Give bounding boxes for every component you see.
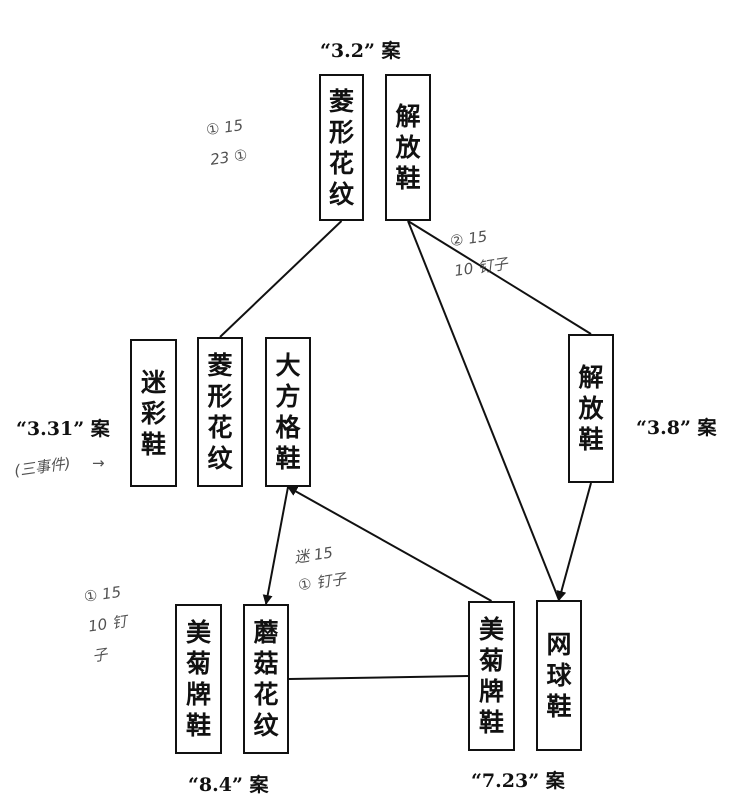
box-tennis-shoe: 网球鞋 xyxy=(536,600,582,751)
box-text: 解放鞋 xyxy=(395,102,421,193)
arrow-right-icon: → xyxy=(92,454,105,472)
handwritten-note-3: 迷 15 ① 钉子 xyxy=(293,543,348,595)
box-meiju-shoe-8-4: 美菊牌鞋 xyxy=(175,604,222,754)
box-camouflage-shoe: 迷彩鞋 xyxy=(130,339,177,487)
box-mushroom-pattern: 蘑菇花纹 xyxy=(243,604,289,754)
box-meiju-shoe-7-23: 美菊牌鞋 xyxy=(468,601,515,751)
edge-4 xyxy=(287,486,492,602)
case-label-3-31: “3.31” 案 xyxy=(16,418,110,440)
edge-0 xyxy=(219,220,343,338)
box-text: 大方格鞋 xyxy=(275,351,301,473)
box-liberation-shoe-3-8: 解放鞋 xyxy=(568,334,614,483)
edge-5 xyxy=(556,482,592,601)
handwritten-note-2: ② 15 10 钉子 xyxy=(448,227,509,280)
box-text: 网球鞋 xyxy=(546,630,572,721)
case-label-8-4: “8.4” 案 xyxy=(188,774,269,796)
case-label-7-23: “7.23” 案 xyxy=(471,770,565,792)
box-text: 菱形花纹 xyxy=(328,86,354,209)
box-text: 美菊牌鞋 xyxy=(478,615,504,737)
box-text: 解放鞋 xyxy=(578,363,604,454)
case-label-3-2: “3.2” 案 xyxy=(320,40,401,62)
edge-3 xyxy=(262,486,289,605)
edge-1 xyxy=(407,220,592,335)
box-rhombus-pattern-3-31: 菱形花纹 xyxy=(197,337,243,487)
case-label-3-8: “3.8” 案 xyxy=(636,417,717,439)
edge-6 xyxy=(288,675,469,680)
handwritten-note-1: ① 15 23 ① xyxy=(204,116,249,169)
box-grid-shoe: 大方格鞋 xyxy=(265,337,311,487)
box-liberation-shoe-3-2: 解放鞋 xyxy=(385,74,431,221)
box-text: 美菊牌鞋 xyxy=(185,618,211,740)
box-rhombus-pattern-3-2: 菱形花纹 xyxy=(319,74,364,221)
box-text: 迷彩鞋 xyxy=(140,367,166,459)
box-text: 蘑菇花纹 xyxy=(253,618,279,740)
box-text: 菱形花纹 xyxy=(207,351,233,473)
edge-2 xyxy=(407,220,560,601)
